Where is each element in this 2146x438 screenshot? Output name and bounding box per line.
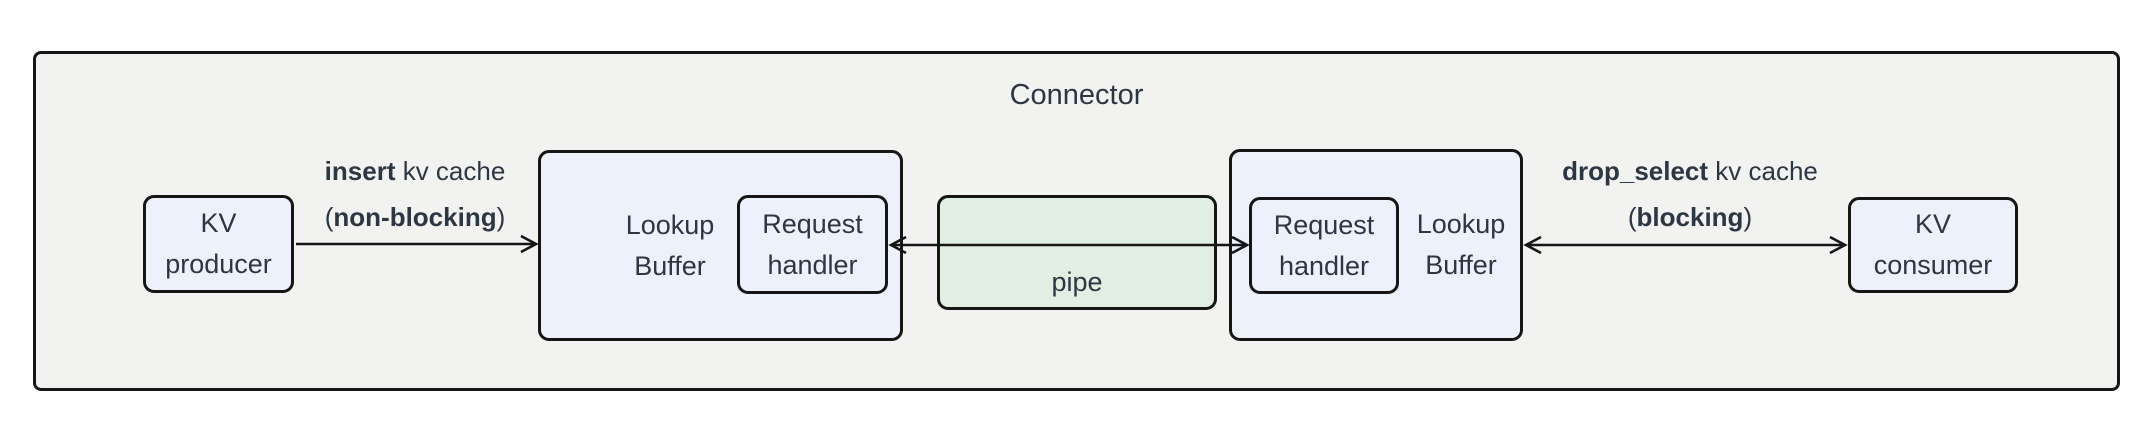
lookup-buffer-right-line2: Buffer [1425,250,1497,280]
lookup-buffer-left-line2: Buffer [634,250,706,281]
drop-select-edge-label-line2: (blocking) [1510,194,1870,240]
kv-consumer-label-line2: consumer [1873,250,1993,280]
lookup-buffer-left-line1: Lookup [625,209,715,240]
drop-select-edge-label: drop_select kv cache (blocking) [1510,148,1870,240]
drop-select-edge-paren-open: ( [1627,202,1637,232]
kv-producer-node: KV producer [143,195,294,293]
pipe-label: pipe [1051,267,1103,297]
kv-producer-label-line2: producer [165,249,272,279]
insert-edge-label-line2: (non-blocking) [255,194,575,240]
insert-edge-paren-open: ( [324,202,334,232]
insert-edge-label-rest: kv cache [395,156,506,186]
kv-producer-label-line1: KV [200,208,237,238]
connector-title: Connector [1009,79,1144,111]
request-handler-right-line2: handler [1278,250,1370,281]
insert-edge-label-line1: insert kv cache [255,148,575,194]
request-handler-left-line1: Request [762,208,863,239]
lookup-buffer-left-node: Lookup Buffer Request handler [538,150,903,341]
lookup-buffer-right-node: Request handler Lookup Buffer [1229,149,1523,341]
insert-edge-label-bold: insert [324,156,396,186]
drop-select-edge-mode: blocking [1636,202,1744,232]
kv-consumer-label-line1: KV [1914,209,1952,239]
kv-consumer-node: KV consumer [1848,197,2018,293]
request-handler-right-line1: Request [1273,209,1375,240]
pipe-node: pipe [937,195,1217,310]
lookup-buffer-right-line1: Lookup [1416,209,1506,239]
lookup-buffer-right-label: Lookup Buffer [1402,152,1520,338]
drop-select-edge-label-bold: drop_select [1562,156,1709,186]
insert-edge-mode: non-blocking [333,202,497,232]
request-handler-left-line2: handler [767,249,858,280]
drop-select-edge-label-line1: drop_select kv cache [1510,148,1870,194]
lookup-buffer-left-label: Lookup Buffer [541,153,799,338]
request-handler-right-node: Request handler [1249,197,1399,294]
request-handler-left-node: Request handler [737,195,888,294]
drop-select-edge-paren-close: ) [1743,202,1753,232]
drop-select-edge-label-rest: kv cache [1708,156,1818,186]
insert-edge-paren-close: ) [496,202,506,232]
insert-edge-label: insert kv cache (non-blocking) [255,148,575,240]
